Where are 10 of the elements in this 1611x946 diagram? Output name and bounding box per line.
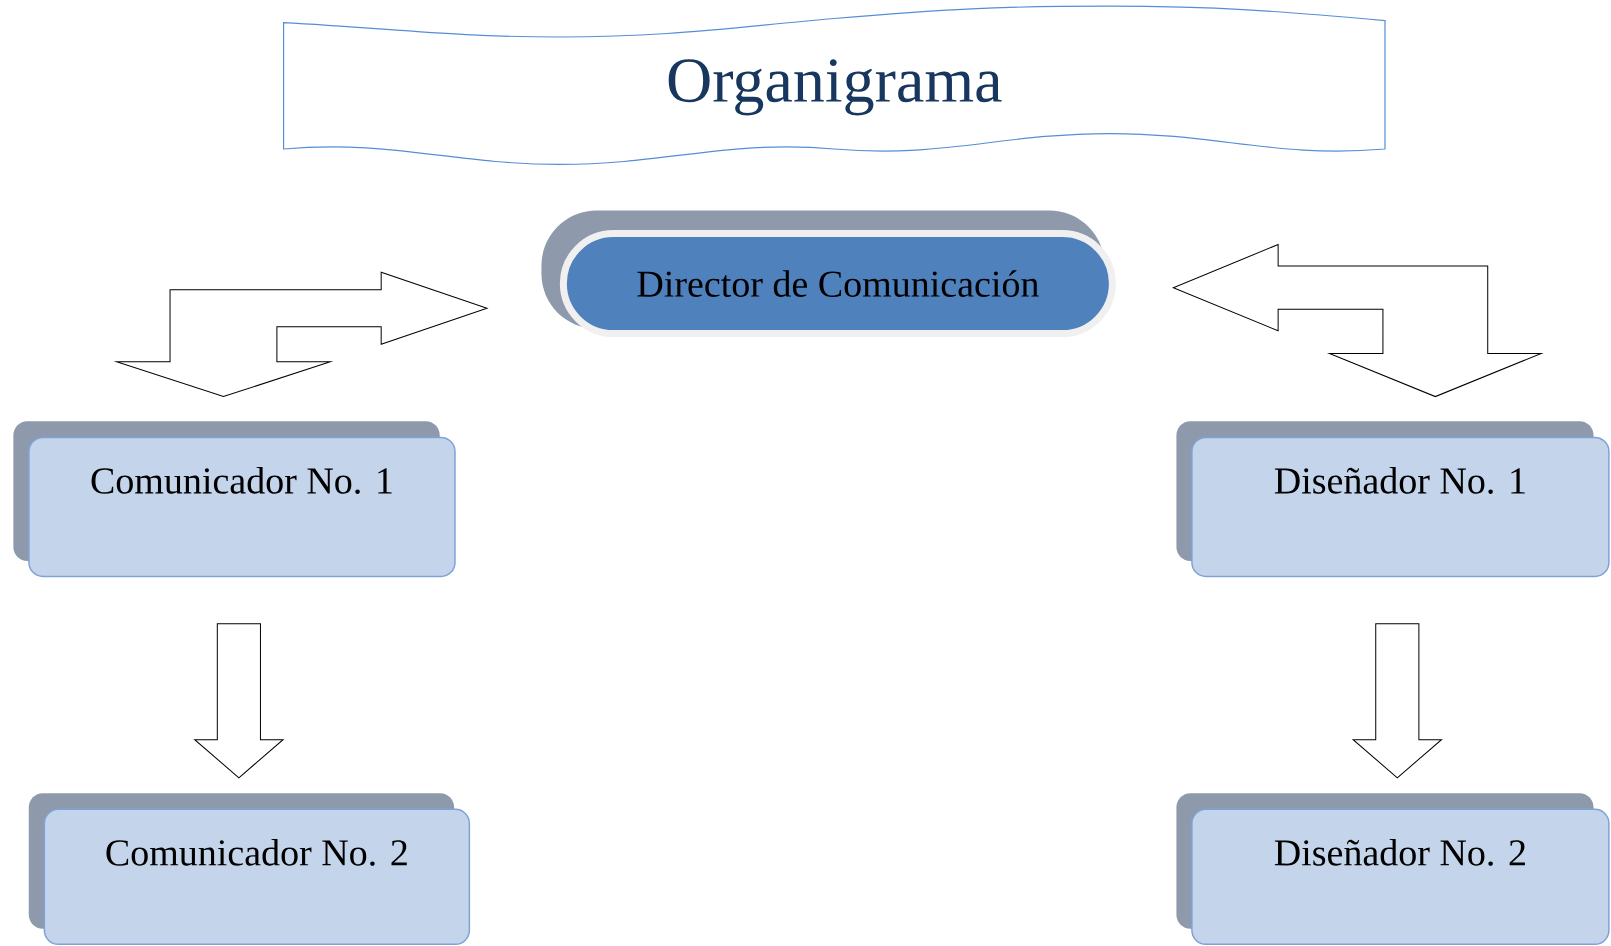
title-banner: Organigrama [282,5,1386,165]
block-arrow [1172,243,1542,397]
block-arrow [1352,623,1442,779]
role-card: Comunicador No. 2 [28,793,471,945]
role-card: Diseñador No. 2 [1176,793,1610,945]
role-card: Comunicador No. 1 [13,421,456,578]
role-card: Diseñador No. 1 [1176,421,1610,578]
block-arrow [194,623,284,779]
block-arrow [116,271,488,397]
role-oval: Director de Comunicación [541,210,1116,337]
